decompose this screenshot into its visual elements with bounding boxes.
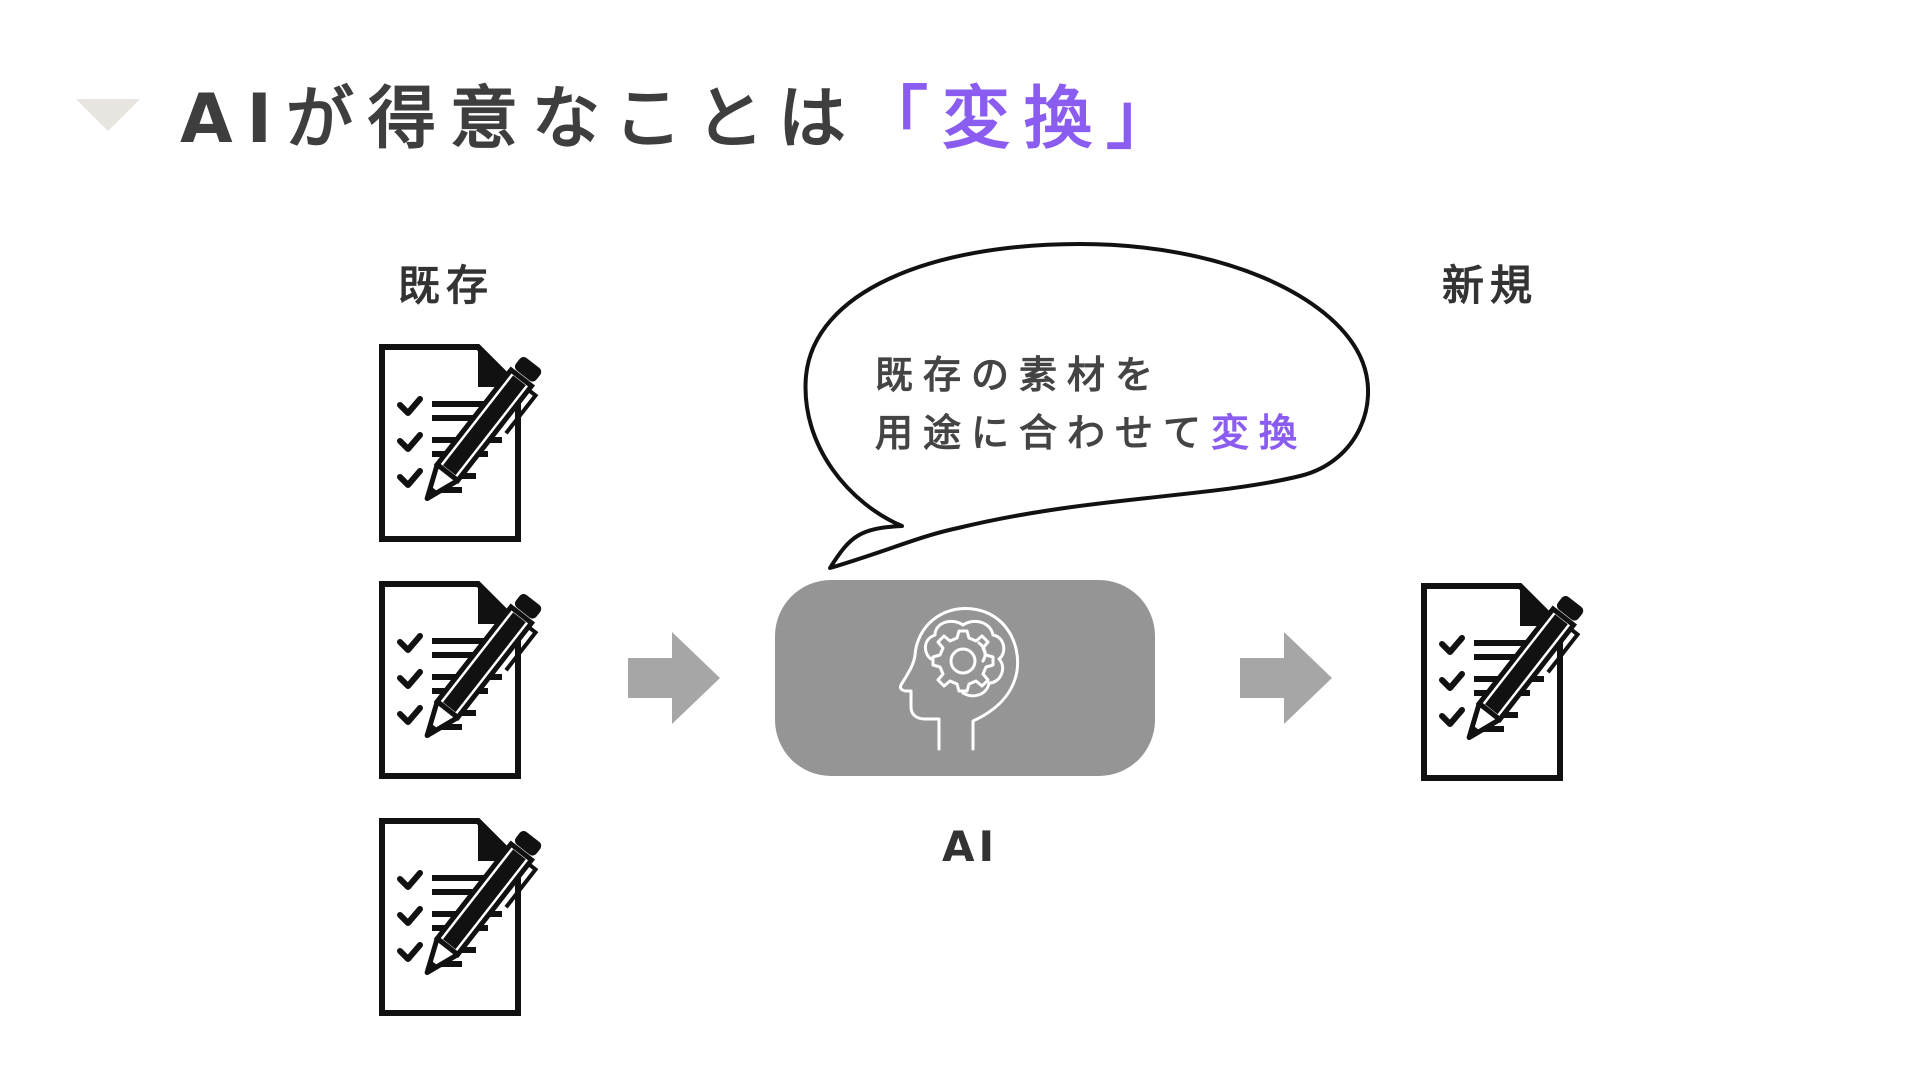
slide-title-accent: 「変換」 [859, 79, 1188, 159]
existing-label: 既存 [398, 261, 495, 310]
document-checklist-pen-icon [378, 343, 578, 543]
ai-box [775, 580, 1155, 776]
bubble-line-1: 既存の素材を [875, 353, 1164, 397]
new-label: 新規 [1442, 261, 1539, 310]
bubble-text: 既存の素材を 用途に合わせて変換 [875, 346, 1307, 462]
document-checklist-pen-icon [378, 580, 578, 780]
slide-title: AIが得意なことは「変換」 [180, 63, 1188, 162]
slide-title-main: AIが得意なことは [180, 79, 860, 159]
existing-document-1 [378, 343, 578, 543]
right-arrow-icon [628, 632, 720, 724]
document-checklist-pen-icon [378, 817, 578, 1017]
bubble-line-2: 用途に合わせて変換 [875, 404, 1307, 462]
bubble-line-2-main: 用途に合わせて [875, 411, 1212, 455]
document-checklist-pen-icon [1420, 582, 1620, 782]
right-arrow-icon [1240, 632, 1332, 724]
brain-gear-head-icon [899, 607, 1020, 751]
triangle-marker-icon [76, 99, 140, 131]
existing-document-3 [378, 817, 578, 1017]
existing-document-2 [378, 580, 578, 780]
title-row: AIが得意なことは「変換」 [76, 62, 1188, 162]
new-document [1420, 582, 1620, 782]
speech-bubble [790, 236, 1370, 576]
bubble-line-2-accent: 変換 [1211, 411, 1308, 455]
ai-label: AI [942, 822, 999, 871]
